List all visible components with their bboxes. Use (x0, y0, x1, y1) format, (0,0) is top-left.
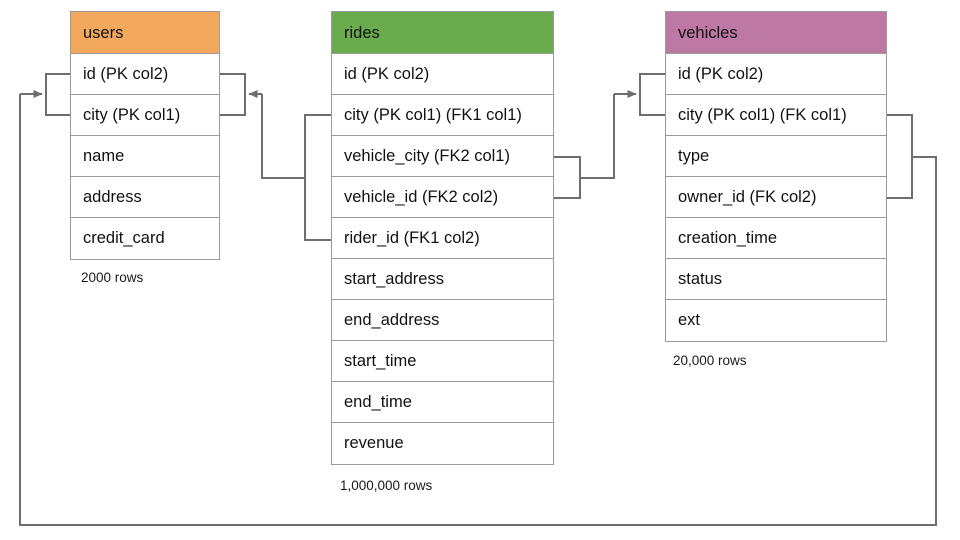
table-rides-column-end-address[interactable]: end_address (332, 300, 553, 341)
table-users-row-count: 2000 rows (81, 270, 144, 285)
fk1-link-path (261, 94, 305, 179)
table-users[interactable]: users id (PK col2) city (PK col1) name a… (70, 11, 220, 260)
fk3-source-bracket (887, 114, 913, 199)
table-users-column-id[interactable]: id (PK col2) (71, 54, 219, 95)
table-rides-column-rider-id[interactable]: rider_id (FK1 col2) (332, 218, 553, 259)
table-rides-header: rides (332, 12, 553, 54)
table-vehicles-column-status[interactable]: status (666, 259, 886, 300)
table-vehicles-header: vehicles (666, 12, 886, 54)
fk1-target-bracket (220, 73, 246, 116)
table-rides-column-start-address[interactable]: start_address (332, 259, 553, 300)
table-vehicles-column-owner-id[interactable]: owner_id (FK col2) (666, 177, 886, 218)
table-vehicles[interactable]: vehicles id (PK col2) city (PK col1) (FK… (665, 11, 887, 342)
table-users-column-credit-card[interactable]: credit_card (71, 218, 219, 259)
table-rides-column-vehicle-city[interactable]: vehicle_city (FK2 col1) (332, 136, 553, 177)
fk2-source-bracket (554, 156, 581, 199)
fk2-link-path (580, 94, 615, 179)
table-vehicles-column-ext[interactable]: ext (666, 300, 886, 341)
table-rides-column-end-time[interactable]: end_time (332, 382, 553, 423)
table-vehicles-column-type[interactable]: type (666, 136, 886, 177)
table-vehicles-column-creation-time[interactable]: creation_time (666, 218, 886, 259)
table-vehicles-column-id[interactable]: id (PK col2) (666, 54, 886, 95)
fk2-target-bracket (639, 73, 665, 116)
table-rides-column-revenue[interactable]: revenue (332, 423, 553, 464)
table-rides-column-id[interactable]: id (PK col2) (332, 54, 553, 95)
table-rides-column-city[interactable]: city (PK col1) (FK1 col1) (332, 95, 553, 136)
table-users-column-name[interactable]: name (71, 136, 219, 177)
table-users-header: users (71, 12, 219, 54)
table-rides-column-vehicle-id[interactable]: vehicle_id (FK2 col2) (332, 177, 553, 218)
fk3-target-bracket (45, 73, 70, 116)
table-users-column-address[interactable]: address (71, 177, 219, 218)
table-vehicles-column-city[interactable]: city (PK col1) (FK col1) (666, 95, 886, 136)
table-vehicles-row-count: 20,000 rows (673, 353, 747, 368)
table-users-column-city[interactable]: city (PK col1) (71, 95, 219, 136)
table-rides-row-count: 1,000,000 rows (340, 478, 433, 493)
table-rides-column-start-time[interactable]: start_time (332, 341, 553, 382)
fk1-source-bracket (304, 114, 331, 241)
table-rides[interactable]: rides id (PK col2) city (PK col1) (FK1 c… (331, 11, 554, 465)
